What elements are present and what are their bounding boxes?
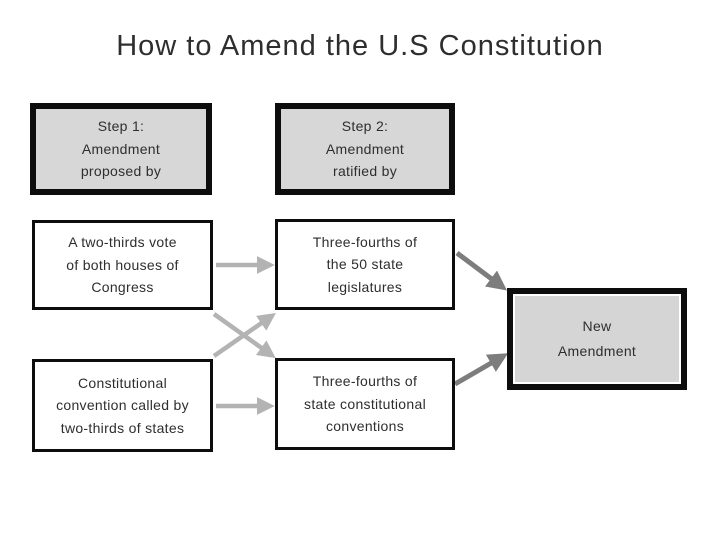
page-title: How to Amend the U.S Constitution [116,30,604,62]
step1-label: Step 1: Amendment proposed by [80,118,162,180]
state-conventions-label: Three-fourths of state constitutional co… [304,373,426,435]
arrow-convention-to-legislatures [212,313,276,358]
legislatures-box: Three-fourths of the 50 state legislatur… [275,219,455,310]
congress-label: A two-thirds vote of both houses of Cong… [66,234,179,296]
new-amendment-box: New Amendment [507,288,687,390]
convention-label: Constitutional convention called by two-… [56,374,189,436]
step2-box: Step 2: Amendment ratified by [275,103,455,195]
state-conventions-box: Three-fourths of state constitutional co… [275,358,455,450]
legislatures-label: Three-fourths of the 50 state legislatur… [312,233,418,295]
convention-box: Constitutional convention called by two-… [32,359,213,452]
arrow-congress-to-state-conventions [212,312,276,359]
congress-box: A two-thirds vote of both houses of Cong… [32,220,213,310]
arrow-state-conventions-to-new-amendment [453,353,509,387]
step2-label: Step 2: Amendment ratified by [325,118,405,180]
new-amendment-label: New Amendment [557,317,637,359]
step1-box: Step 1: Amendment proposed by [30,103,212,195]
arrow-legislatures-to-new-amendment [455,251,507,291]
